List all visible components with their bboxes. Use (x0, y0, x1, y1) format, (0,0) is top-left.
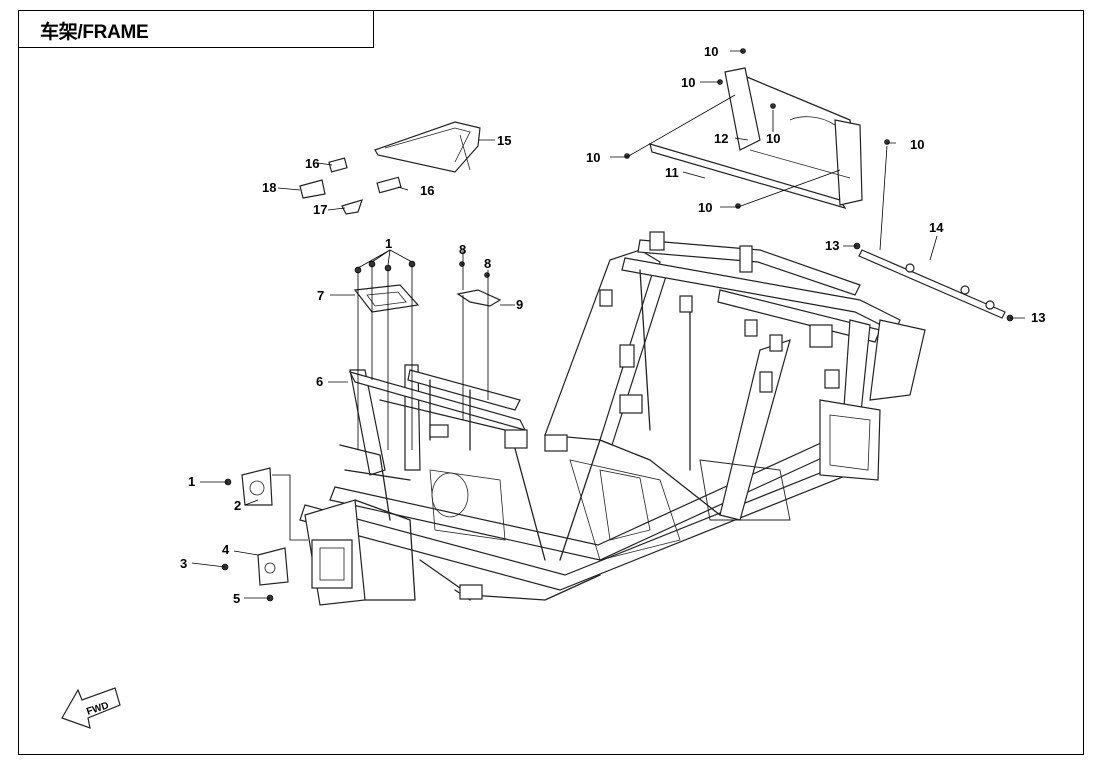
callout-3: 3 (180, 556, 187, 571)
callout-2: 2 (234, 498, 241, 513)
callout-16-a: 16 (305, 156, 319, 171)
callout-8-a: 8 (459, 242, 466, 257)
callout-8-b: 8 (484, 256, 491, 271)
callout-15: 15 (497, 133, 511, 148)
rear-rod-part-14 (858, 249, 1006, 319)
callout-7: 7 (317, 288, 324, 303)
callout-12: 12 (714, 131, 728, 146)
leader-lines (191, 50, 1025, 599)
callout-4: 4 (222, 542, 230, 557)
page-title: 车架/FRAME (40, 22, 149, 43)
callout-6: 6 (316, 374, 323, 389)
front-bracket-part-4 (257, 547, 289, 586)
callout-1-front: 1 (188, 474, 195, 489)
callout-13-b: 13 (1031, 310, 1045, 325)
callout-16-b: 16 (420, 183, 434, 198)
bracket-part-18 (299, 179, 326, 199)
clip-part-17 (341, 199, 363, 215)
callout-5: 5 (233, 591, 240, 606)
callout-10-e: 10 (910, 137, 924, 152)
drawing-border (18, 10, 1084, 755)
plate-part-7 (353, 284, 420, 313)
sleeve-part-16-b (376, 176, 402, 194)
callout-10-b: 10 (681, 75, 695, 90)
callout-14: 14 (929, 220, 944, 235)
callout-18: 18 (262, 180, 276, 195)
clamp-part-9 (456, 261, 502, 307)
callout-10-d: 10 (586, 150, 600, 165)
front-bracket-part-2 (241, 467, 273, 506)
rear-bar-assembly-part-11 (649, 67, 863, 210)
bolts-part-1-top (354, 260, 416, 274)
forward-direction-arrow: FWD (61, 687, 121, 729)
callout-labels: 1 1 2 3 4 5 6 7 8 8 9 10 10 10 10 10 10 … (180, 44, 1045, 606)
grab-handle-part-15 (374, 121, 481, 173)
bolts-part-10 (624, 48, 890, 209)
callout-17: 17 (313, 202, 327, 217)
callout-10-c: 10 (766, 131, 780, 146)
callout-10-a: 10 (704, 44, 718, 59)
sleeve-part-16-a (328, 157, 348, 173)
callout-13-a: 13 (825, 238, 839, 253)
callout-10-f: 10 (698, 200, 712, 215)
main-frame (299, 231, 926, 606)
title-block (18, 10, 374, 48)
callout-9: 9 (516, 297, 523, 312)
callout-1-top: 1 (385, 236, 392, 251)
callout-11: 11 (665, 165, 679, 180)
